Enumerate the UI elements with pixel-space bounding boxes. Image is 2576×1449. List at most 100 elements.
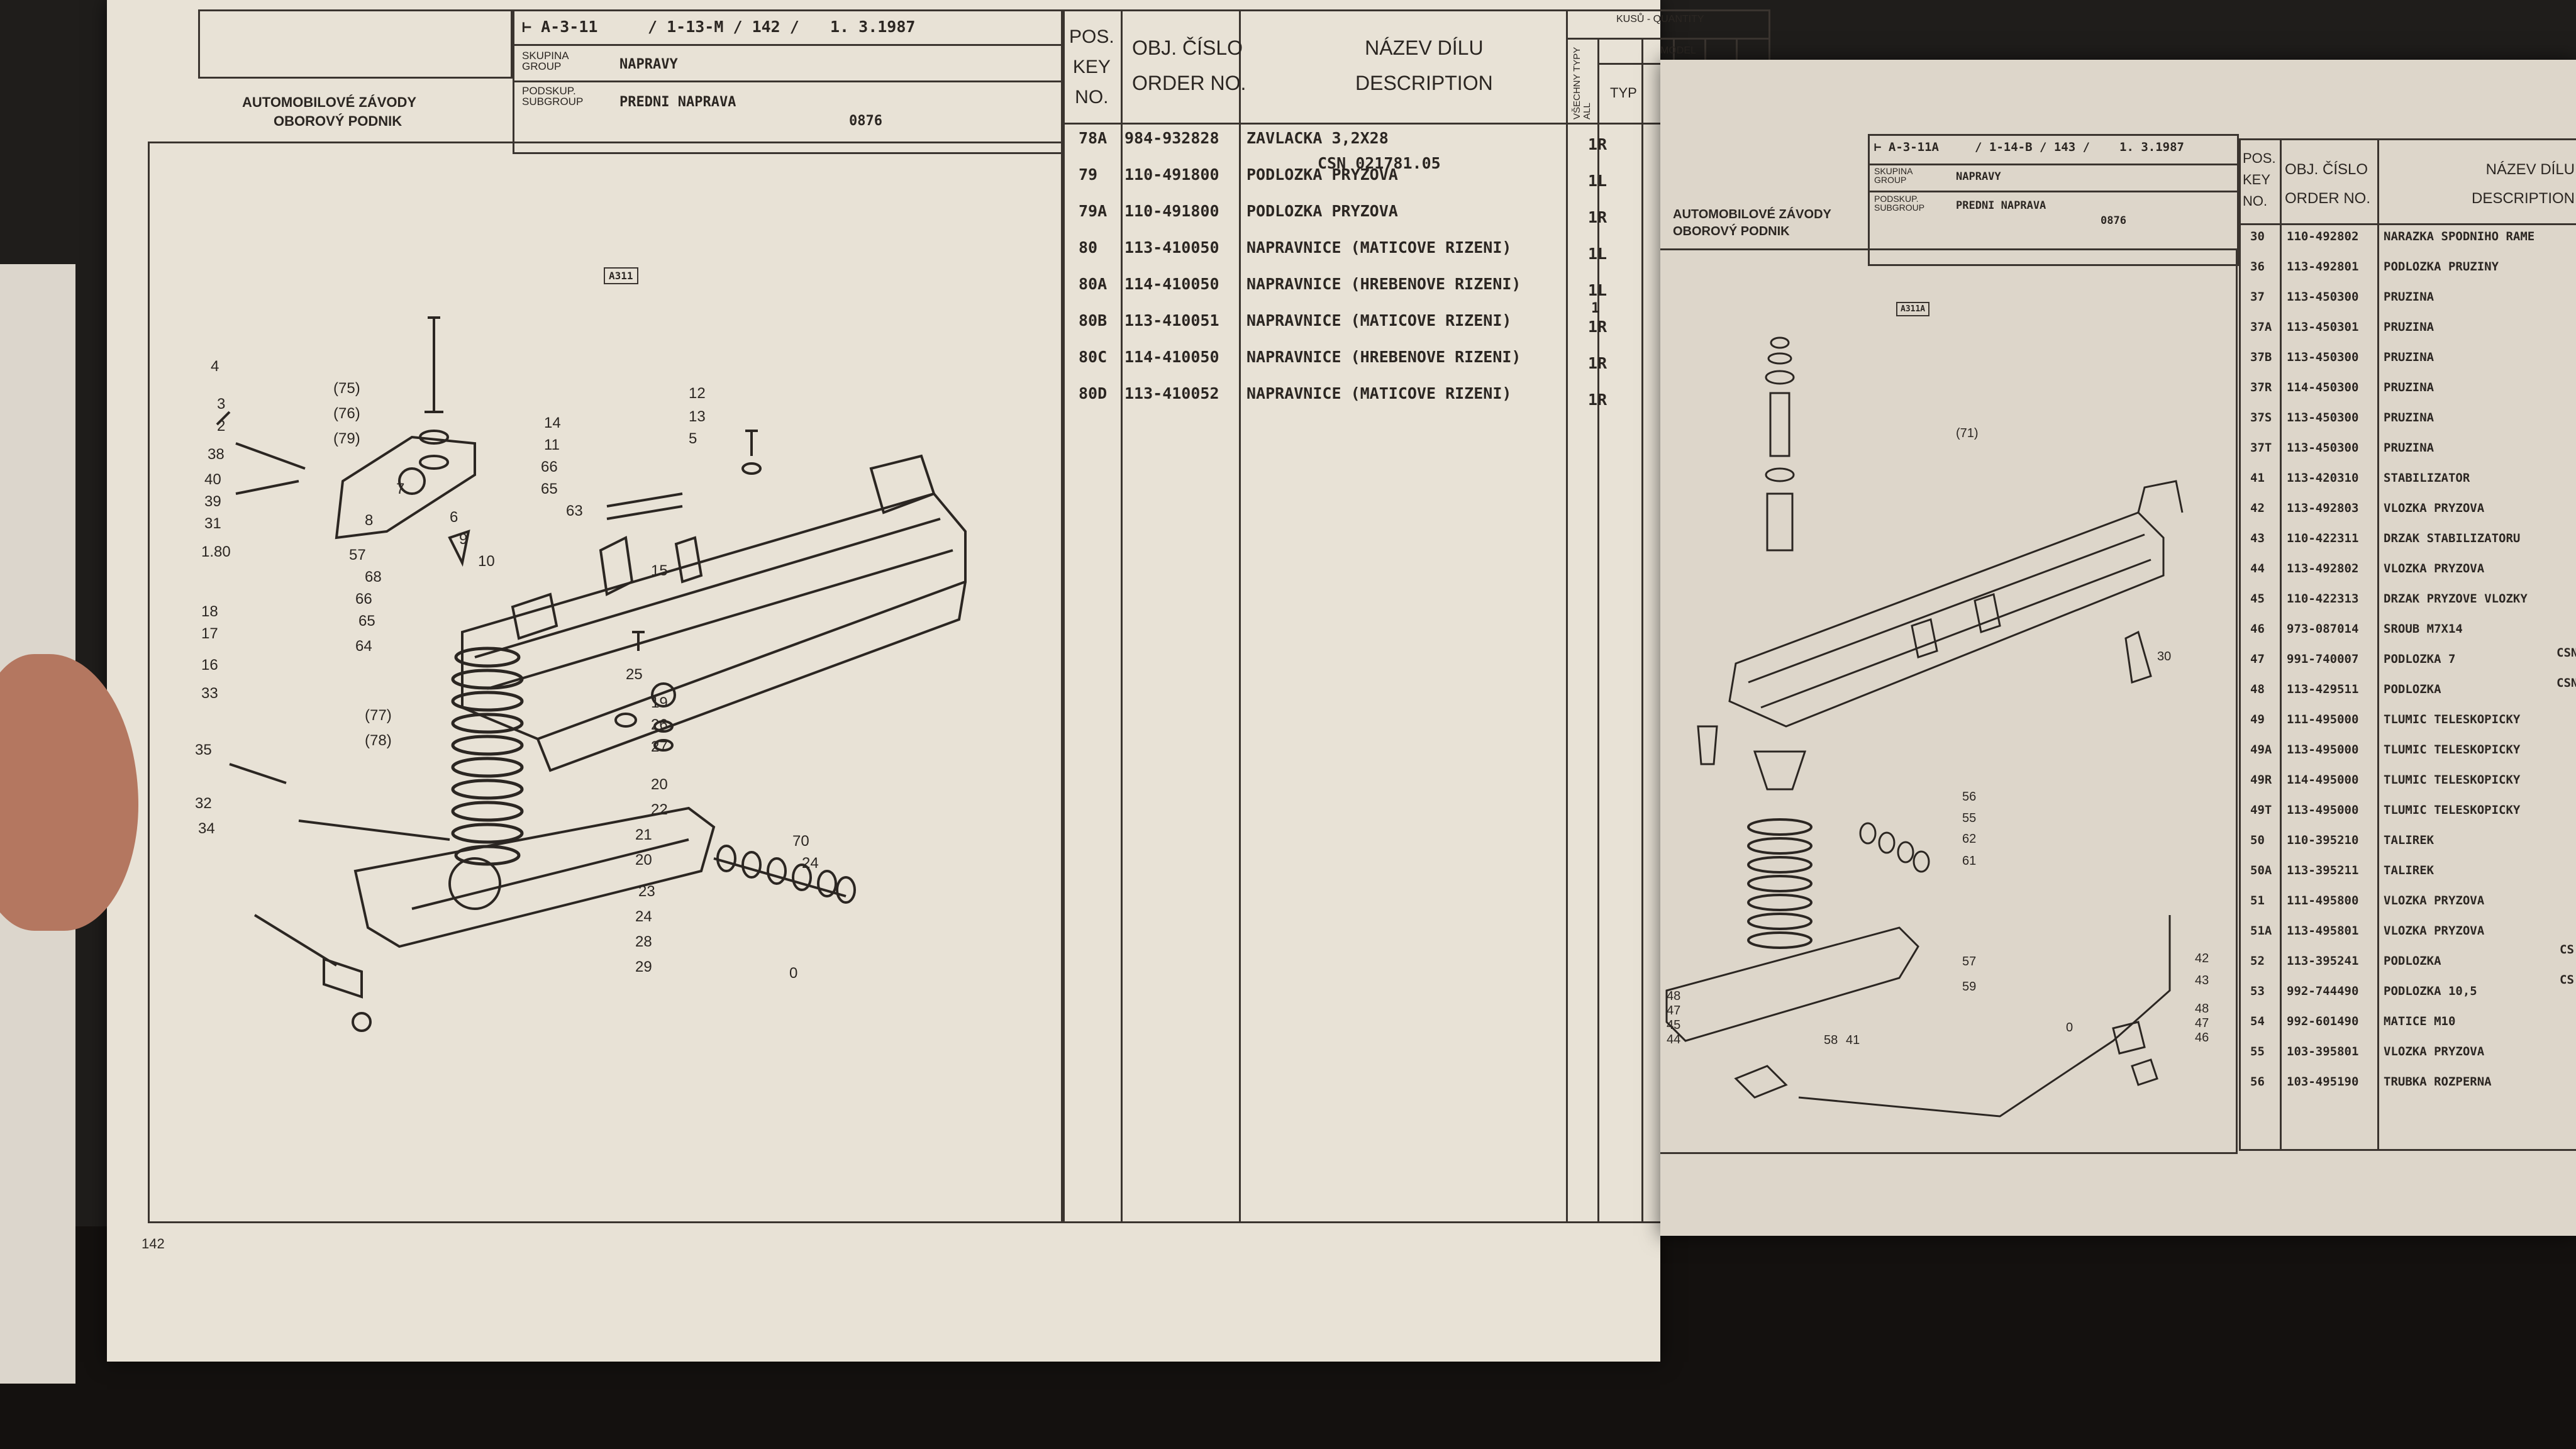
standard-mark: CS xyxy=(2560,943,2574,957)
svg-text:66: 66 xyxy=(541,458,558,475)
issue-date: 1. 3.1987 xyxy=(2119,140,2184,154)
standard-mark: CS xyxy=(2560,973,2574,987)
svg-text:26: 26 xyxy=(651,716,668,733)
subgroup-value: PREDNI NAPRAVA xyxy=(1956,199,2046,212)
svg-text:0: 0 xyxy=(2066,1021,2073,1035)
svg-text:56: 56 xyxy=(1962,790,1976,804)
svg-text:12: 12 xyxy=(689,385,706,402)
subgroup-label: PODSKUP. SUBGROUP xyxy=(522,85,584,108)
svg-text:(78): (78) xyxy=(365,732,392,749)
svg-text:58: 58 xyxy=(1824,1033,1838,1047)
svg-text:20: 20 xyxy=(651,776,668,793)
col-header-typ: TYP xyxy=(1610,85,1637,101)
catalog-page-left: ⊢ A-3-11 / 1-13-M / 142 / 1. 3.1987 SKUP… xyxy=(107,0,1770,1362)
svg-text:3: 3 xyxy=(217,396,225,413)
svg-text:35: 35 xyxy=(195,741,212,758)
svg-text:19: 19 xyxy=(651,694,668,711)
catalog-page-right: ⊢ A-3-11A / 1-14-B / 143 / 1. 3.1987 SKU… xyxy=(1660,60,2576,1236)
svg-text:0: 0 xyxy=(789,965,797,982)
svg-text:1.80: 1.80 xyxy=(201,543,231,560)
svg-text:14: 14 xyxy=(544,414,561,431)
standard-mark: CSN xyxy=(2557,676,2576,690)
svg-text:13: 13 xyxy=(689,408,706,425)
doc-ref: ⊢ A-3-11 xyxy=(522,18,598,36)
col-header-order: OBJ. ČÍSLO ORDER NO. xyxy=(1132,36,1246,94)
svg-text:45: 45 xyxy=(1667,1018,1680,1032)
parts-table xyxy=(2239,138,2576,1151)
svg-text:46: 46 xyxy=(2195,1031,2209,1045)
svg-text:(71): (71) xyxy=(1956,426,1979,440)
company-name: AUTOMOBILOVÉ ZÁVODY xyxy=(1673,208,1831,221)
svg-text:61: 61 xyxy=(1962,854,1976,868)
subgroup-label: PODSKUP. SUBGROUP xyxy=(1874,194,1925,213)
svg-text:31: 31 xyxy=(204,515,221,532)
svg-text:62: 62 xyxy=(1962,832,1976,846)
svg-text:38: 38 xyxy=(208,446,225,463)
logo-box xyxy=(198,9,513,79)
group-label: SKUPINA GROUP xyxy=(1874,166,1913,185)
svg-text:24: 24 xyxy=(802,855,819,872)
svg-text:9: 9 xyxy=(459,531,467,548)
svg-text:57: 57 xyxy=(1962,955,1976,969)
svg-text:2: 2 xyxy=(217,418,225,435)
svg-text:23: 23 xyxy=(638,883,655,900)
svg-text:68: 68 xyxy=(365,569,382,586)
company-subtitle: OBOROVÝ PODNIK xyxy=(1673,225,1790,238)
sheet-ref: / 1-13-M / 142 / xyxy=(648,18,799,36)
svg-text:66: 66 xyxy=(355,591,372,608)
svg-text:32: 32 xyxy=(195,795,212,812)
catalog-code: 0876 xyxy=(2101,214,2126,227)
svg-text:17: 17 xyxy=(201,625,218,642)
page-number: 142 xyxy=(142,1236,165,1252)
issue-date: 1. 3.1987 xyxy=(830,18,916,36)
svg-text:20: 20 xyxy=(635,852,652,869)
diagram-frame xyxy=(1660,248,2238,1154)
col-header-qty: KUSŮ - QUANTITY xyxy=(1616,14,1704,25)
svg-text:22: 22 xyxy=(651,801,668,818)
svg-text:(76): (76) xyxy=(333,405,360,422)
col-header-desc: NÁZEV DÍLU DESCRIPTION xyxy=(1355,36,1493,94)
svg-text:65: 65 xyxy=(541,480,558,497)
svg-text:6: 6 xyxy=(450,509,458,526)
diagram-frame xyxy=(148,142,1063,1223)
col-header-model: MODEL xyxy=(1660,45,1696,56)
svg-text:63: 63 xyxy=(566,502,583,519)
svg-text:(79): (79) xyxy=(333,430,360,447)
col-header-all: VŠECHNY TYPY ALL xyxy=(1572,47,1592,119)
company-name: AUTOMOBILOVÉ ZÁVODY xyxy=(242,94,417,110)
col-header-desc: NÁZEV DÍLU DESCRIPTION xyxy=(2472,161,2575,207)
svg-text:4: 4 xyxy=(211,358,219,375)
model-mark: 1 xyxy=(1591,301,1600,316)
svg-text:10: 10 xyxy=(478,553,495,570)
svg-text:7: 7 xyxy=(396,480,404,497)
svg-text:48: 48 xyxy=(1667,989,1680,1003)
svg-text:(75): (75) xyxy=(333,380,360,397)
subgroup-value: PREDNI NAPRAVA xyxy=(619,94,736,110)
svg-text:70: 70 xyxy=(792,833,809,850)
catalog-code: 0876 xyxy=(849,113,882,129)
svg-text:39: 39 xyxy=(204,493,221,510)
svg-text:64: 64 xyxy=(355,638,372,655)
svg-text:47: 47 xyxy=(2195,1016,2209,1030)
svg-text:41: 41 xyxy=(1846,1033,1860,1047)
header-box xyxy=(1868,134,2239,266)
svg-text:29: 29 xyxy=(635,958,652,975)
col-header-pos: POS. KEY NO. xyxy=(2243,150,2276,209)
svg-text:5: 5 xyxy=(689,430,697,447)
group-value: NAPRAVY xyxy=(1956,170,2001,183)
group-value: NAPRAVY xyxy=(619,57,678,72)
svg-text:(77): (77) xyxy=(365,707,392,724)
svg-text:44: 44 xyxy=(1667,1033,1680,1046)
svg-text:11: 11 xyxy=(544,436,560,453)
svg-text:30: 30 xyxy=(2157,650,2171,663)
diagram-tag: A311 xyxy=(604,267,638,284)
svg-text:55: 55 xyxy=(1962,811,1976,825)
